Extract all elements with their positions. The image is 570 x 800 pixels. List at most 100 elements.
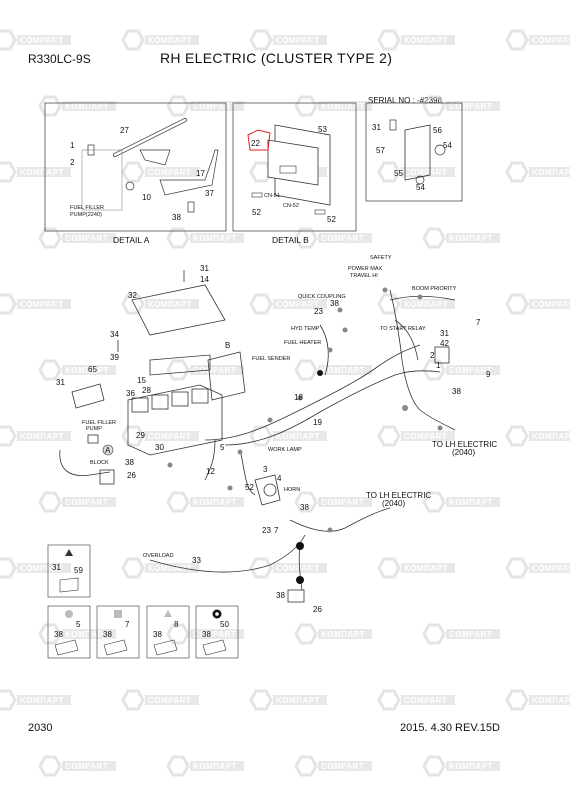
watermark-logo: KOMПАРТ [121,557,199,579]
label-boom-priority: BOOM PRIORITY [412,286,457,292]
main-assembly [59,270,456,603]
callout-38a: 38 [125,458,134,467]
watermark-logo: COMPART [166,359,244,381]
watermark-logo: COMPART [0,29,71,51]
callout-38e: 38 [276,591,285,600]
watermark-logo: KOMПАРТ [166,227,244,249]
watermark-text: KOMПАРТ [532,432,570,441]
watermark-text: COMPART [532,36,570,45]
callout-38c: 38 [452,387,461,396]
detail-a-panel: 27 1 2 17 10 37 38 FUEL FILLER PUMP(2240… [44,102,227,232]
callout-37: 37 [205,189,214,198]
label-to-lh-electric-1-ref: (2040) [452,448,475,457]
callout-36: 36 [126,389,135,398]
callout-39: 39 [110,353,119,362]
watermark-text: KOMПАРТ [404,36,448,45]
watermark-logo: COMPART [377,689,455,711]
callout-55: 55 [394,169,403,178]
label-fuel-filler: FUEL FILLER [82,420,116,426]
watermark-text: KOMПАРТ [20,696,64,705]
callout-7b: 7 [274,526,279,535]
callout-42: 42 [440,339,449,348]
callout-19: 19 [313,418,322,427]
watermark-text: KOMПАРТ [148,300,192,309]
watermark-logo: COMPART [38,755,116,777]
watermark-logo: KOMПАРТ [0,689,71,711]
watermark-text: COMPART [532,300,570,309]
watermark-text: KOMПАРТ [532,696,570,705]
callout-3: 3 [263,465,268,474]
connector-cn52: CN-52 [283,203,299,209]
watermark-text: KOMПАРТ [449,762,493,771]
watermark-text: KOMПАРТ [276,432,320,441]
watermark-logo: KOMПАРТ [121,29,199,51]
watermark-text: COMPART [193,366,236,375]
label-quick-coupling: QUICK COUPLING [298,294,346,300]
watermark-text: KOMПАРТ [404,564,448,573]
main-callouts: 31 14 32 34 39 65 31 15 28 36 29 30 5 A … [56,264,491,614]
callout-15: 15 [137,376,146,385]
watermark-logo: COMPART [166,623,244,645]
callout-b: B [225,341,230,350]
watermark-logo: KOMПАРТ [38,95,116,117]
label-block: BLOCK [90,460,109,466]
callout-65: 65 [88,365,97,374]
callout-54a: 54 [443,141,452,150]
watermark-text: COMPART [276,300,319,309]
callout-26a: 26 [127,471,136,480]
callout-38g: 38 [103,630,112,639]
callout-12: 12 [206,467,215,476]
detail-b-caption: DETAIL B [272,235,309,245]
callout-38h: 38 [153,630,162,639]
watermark-text: COMPART [65,762,108,771]
detail-b-panel: 22 53 52 52 CN-51 CN-52 [232,102,357,232]
callout-53: 53 [318,125,327,134]
callout-a: A [105,446,111,455]
label-to-lh-electric-2: TO LH ELECTRIC [366,491,431,500]
callout-38d: 38 [300,503,309,512]
watermark-logo: KOMПАРТ [377,29,455,51]
watermark-text: COMPART [193,630,236,639]
callout-7c: 7 [125,620,130,629]
watermark-logo: KOMПАРТ [377,293,455,315]
label-fuel-sender: FUEL SENDER [252,356,290,362]
watermark-text: COMPART [148,696,191,705]
watermark-text: KOMПАРТ [404,300,448,309]
watermark-text: COMPART [449,630,492,639]
watermark-text: COMPART [532,564,570,573]
watermark-text: COMPART [65,234,108,243]
watermark-logo: KOMПАРТ [422,755,500,777]
callout-52b: 52 [327,215,336,224]
watermark-logo: KOMПАРТ [294,623,372,645]
detail-a-caption: DETAIL A [113,235,150,245]
watermark-text: COMPART [449,102,492,111]
label-horn: HORN [284,487,300,493]
watermark-logo: KOMПАРТ [294,95,372,117]
watermark-logo: COMPART [294,755,372,777]
watermark-logo: KOMПАРТ [505,689,570,711]
callout-22: 22 [251,139,260,148]
watermark-logo: COMPART [38,227,116,249]
watermark-logo: COMPART [249,29,327,51]
watermark-logo: KOMПАРТ [0,161,71,183]
revision-date: 2015. 4.30 REV.15D [400,722,500,734]
callout-38f: 38 [54,630,63,639]
watermark-logo: KOMПАРТ [166,491,244,513]
watermark-text: KOMПАРТ [449,234,493,243]
label-to-start-relay: TO START RELAY [380,326,426,332]
watermark-logo: KOMПАРТ [422,227,500,249]
watermark-text: COMPART [449,366,492,375]
watermark-logo: COMPART [121,161,199,183]
callout-1: 1 [436,361,441,370]
watermark-text: COMPART [276,36,319,45]
serial-number: SERIAL NO : -#2398 [368,96,442,105]
callout-23: 23 [314,307,323,316]
watermark-logo: COMPART [505,557,570,579]
callout-38i: 38 [202,630,211,639]
label-to-lh-electric-2-ref: (2040) [382,499,405,508]
callout-4: 4 [277,474,282,483]
watermark-logo: COMPART [422,359,500,381]
label-to-lh-electric-1: TO LH ELECTRIC [432,440,497,449]
connector-cn51: CN-51 [264,193,280,199]
